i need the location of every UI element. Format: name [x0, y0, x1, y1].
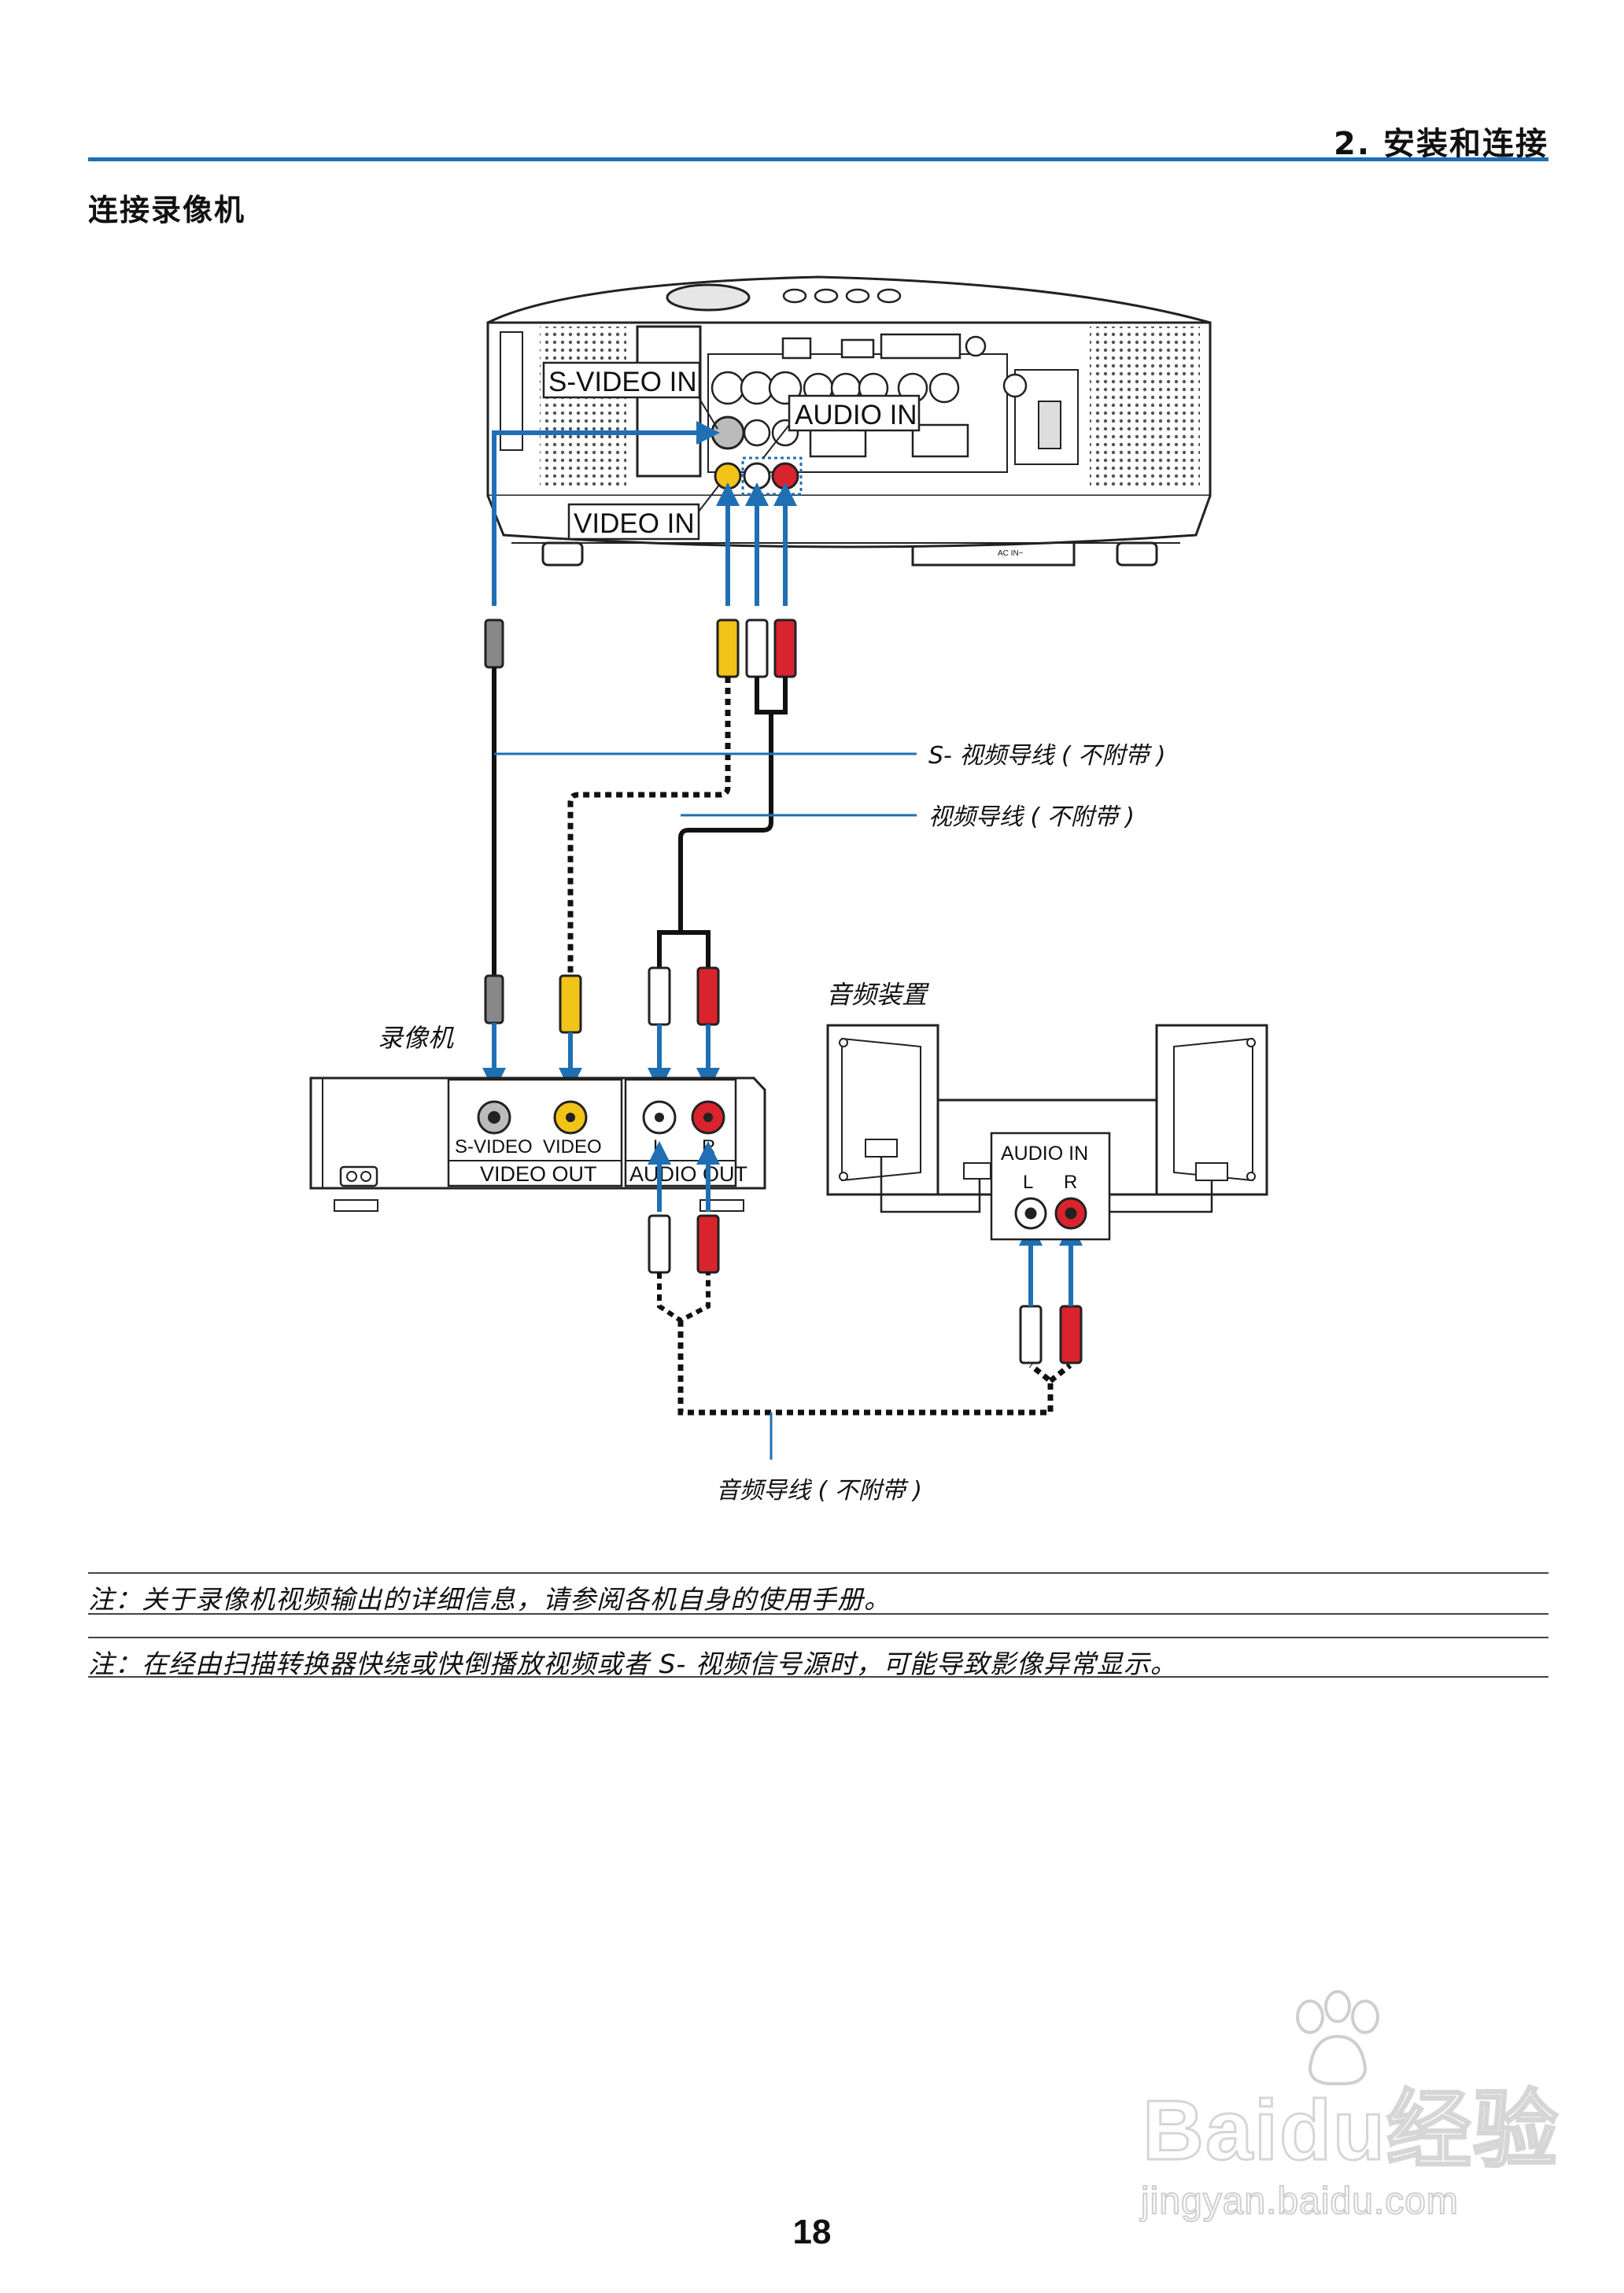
audio-cable-upper	[648, 618, 797, 1026]
note-rule	[88, 1637, 1548, 1638]
vcr-title: 录像机	[378, 1023, 454, 1053]
vcr-video-out-label: VIDEO OUT	[480, 1162, 597, 1186]
projector-callouts: S-VIDEO IN AUDIO IN VIDEO IN AC IN~	[542, 361, 1024, 558]
svideo-cable-label: S- 视频导线 ( 不附带 )	[928, 742, 1165, 770]
note-rule	[88, 1676, 1548, 1678]
page-number: 18	[792, 2213, 832, 2251]
note-1: 注：关于录像机视频输出的详细信息，请参阅各机自身的使用手册。	[88, 1584, 891, 1615]
watermark-paw-icon	[1296, 1990, 1379, 2086]
section-title: 连接录像机	[88, 193, 246, 227]
audio-equipment-r-label: R	[1064, 1172, 1077, 1193]
audio-equipment-arrows	[1019, 1222, 1083, 1306]
audio-equipment	[826, 1024, 1268, 1241]
vcr-video-label: VIDEO	[543, 1136, 602, 1158]
vcr-arrows	[482, 1023, 720, 1091]
audio-cable-lower: 音频导线 ( 不附带 )	[648, 1214, 1083, 1505]
audio-cable-label: 音频导线 ( 不附带 )	[716, 1477, 922, 1505]
audio-equipment-title: 音频装置	[826, 980, 930, 1010]
chapter-title: 2. 安装和连接	[1334, 126, 1548, 162]
watermark-logo: Baidu经验	[1141, 2081, 1560, 2179]
video-cable-label: 视频导线 ( 不附带 )	[928, 803, 1135, 831]
projector-arrows	[492, 421, 797, 606]
note-rule	[88, 1613, 1548, 1615]
cable-labels: S- 视频导线 ( 不附带 ) 视频导线 ( 不附带 )	[494, 742, 1165, 831]
video-in-label: VIDEO IN	[574, 508, 695, 539]
watermark-url: jingyan.baidu.com	[1140, 2180, 1459, 2223]
svideo-cable	[484, 618, 504, 1025]
audio-in-label: AUDIO IN	[795, 400, 917, 430]
note-2: 注：在经由扫描转换器快绕或快倒播放视频或者 S- 视频信号源时，可能导致影像异常…	[88, 1649, 1177, 1679]
ac-in-label: AC IN~	[998, 549, 1024, 558]
note-rule	[88, 1572, 1548, 1574]
vcr-audio-out-label: AUDIO OUT	[629, 1162, 747, 1186]
vcr-svideo-label: S-VIDEO	[455, 1136, 533, 1158]
svideo-in-label: S-VIDEO IN	[548, 367, 697, 397]
vcr: S-VIDEO VIDEO VIDEO OUT L R AUDIO OUT	[309, 1076, 766, 1212]
header-rule	[88, 157, 1548, 161]
audio-equipment-in-label: AUDIO IN	[1001, 1143, 1088, 1165]
vcr-audio-out-arrows	[648, 1141, 720, 1212]
audio-equipment-l-label: L	[1023, 1172, 1033, 1193]
